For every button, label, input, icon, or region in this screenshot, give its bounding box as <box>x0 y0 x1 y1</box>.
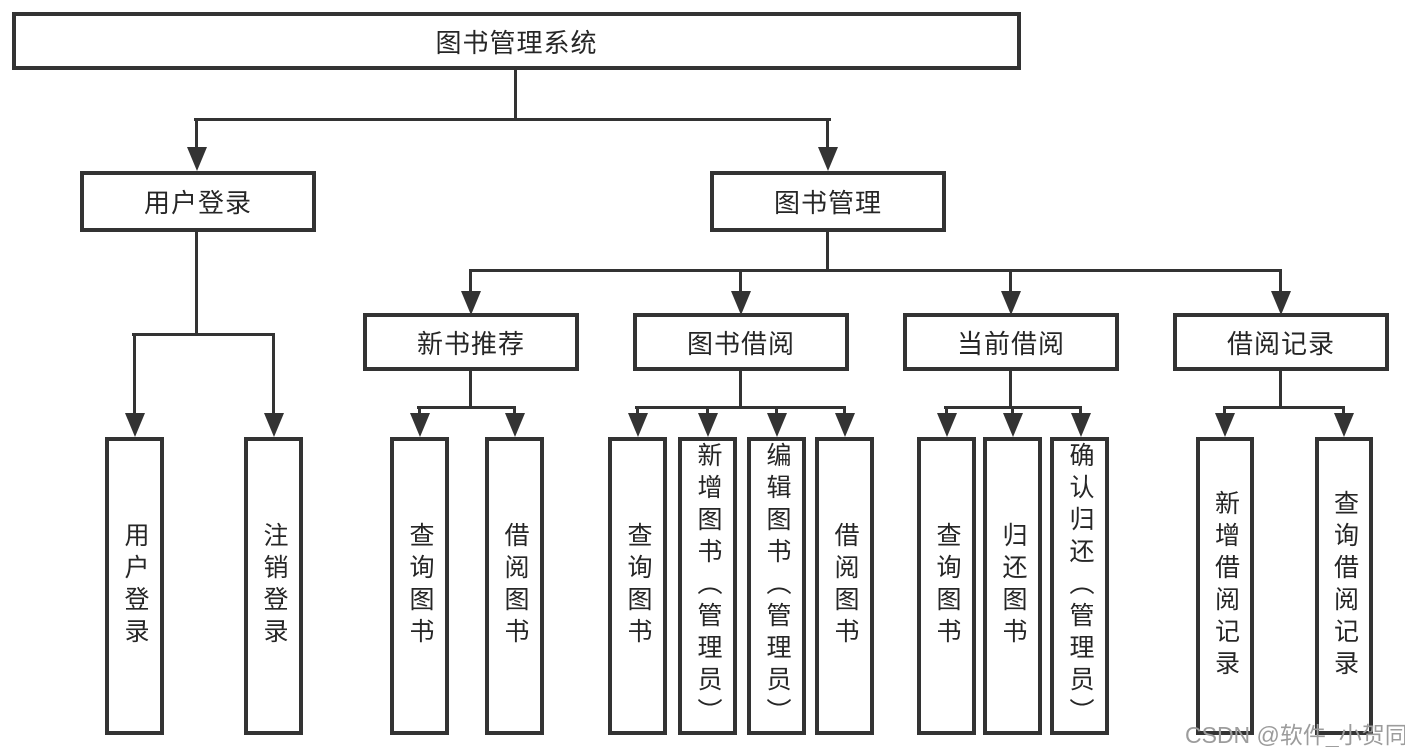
connector-new-book-stem <box>469 371 472 409</box>
node-borrow-records: 借阅记录 <box>1173 313 1389 371</box>
leaf-add-books-admin: 新增图书（管理员） <box>678 437 737 735</box>
leaf-label: 用户登录 <box>121 522 149 650</box>
leaf-query-borrow-record: 查询借阅记录 <box>1315 437 1373 735</box>
leaf-label: 注销登录 <box>260 522 288 650</box>
leaf-label: 查询图书 <box>406 522 434 650</box>
arrow-down-icon <box>636 406 639 413</box>
connector-root-stem <box>514 70 517 121</box>
leaf-logout: 注销登录 <box>244 437 303 735</box>
connector-book-mgmt-stem <box>826 232 829 272</box>
leaf-query-books-borrow: 查询图书 <box>608 437 667 735</box>
arrow-down-icon <box>133 333 136 413</box>
node-root: 图书管理系统 <box>12 12 1021 70</box>
node-new-book-recommend: 新书推荐 <box>363 313 579 371</box>
arrow-down-icon <box>272 333 275 413</box>
arrow-down-icon <box>1342 406 1345 413</box>
arrow-down-icon <box>1279 269 1282 291</box>
leaf-label: 确认归还（管理员） <box>1066 442 1094 730</box>
leaf-label: 新增借阅记录 <box>1211 490 1240 682</box>
leaf-label: 借阅图书 <box>501 522 529 650</box>
node-book-borrow: 图书借阅 <box>633 313 849 371</box>
connector-records-stem <box>1279 371 1282 409</box>
leaf-borrow-books: 借阅图书 <box>815 437 874 735</box>
node-current-borrow: 当前借阅 <box>903 313 1119 371</box>
connector-user-login-stem <box>195 232 198 336</box>
leaf-label: 借阅图书 <box>831 522 859 650</box>
leaf-query-books-recommend: 查询图书 <box>390 437 449 735</box>
leaf-user-login: 用户登录 <box>105 437 164 735</box>
arrow-down-icon <box>1079 406 1082 413</box>
arrow-down-icon <box>1009 269 1012 291</box>
arrow-down-icon <box>195 118 198 147</box>
arrow-down-icon <box>418 406 421 413</box>
arrow-down-icon <box>843 406 846 413</box>
leaf-borrow-books-recommend: 借阅图书 <box>485 437 544 735</box>
arrow-down-icon <box>469 269 472 291</box>
connector-book-mgmt-hline <box>469 269 1282 272</box>
connector-borrow-hline <box>635 406 846 409</box>
leaf-label: 编辑图书（管理员） <box>763 442 791 730</box>
leaf-query-books-current: 查询图书 <box>917 437 976 735</box>
leaf-label: 查询图书 <box>933 522 961 650</box>
node-user-login: 用户登录 <box>80 171 316 232</box>
arrow-down-icon <box>945 406 948 413</box>
arrow-down-icon <box>1011 406 1014 413</box>
arrow-down-icon <box>739 269 742 291</box>
arrow-down-icon <box>1223 406 1226 413</box>
connector-current-stem <box>1009 371 1012 409</box>
leaf-label: 查询图书 <box>624 522 652 650</box>
connector-borrow-stem <box>739 371 742 409</box>
arrow-down-icon <box>826 118 829 147</box>
connector-new-book-hline <box>417 406 516 409</box>
connector-root-hline <box>194 118 831 121</box>
leaf-label: 查询借阅记录 <box>1330 490 1359 682</box>
csdn-watermark: CSDN @软件_小贺同学 <box>1185 722 1405 747</box>
leaf-add-borrow-record: 新增借阅记录 <box>1196 437 1254 735</box>
leaf-confirm-return-admin: 确认归还（管理员） <box>1050 437 1109 735</box>
arrow-down-icon <box>513 406 516 413</box>
leaf-label: 新增图书（管理员） <box>694 442 722 730</box>
leaf-label: 归还图书 <box>999 522 1027 650</box>
leaf-return-books: 归还图书 <box>983 437 1042 735</box>
connector-user-login-hline <box>132 333 275 336</box>
arrow-down-icon <box>775 406 778 413</box>
arrow-down-icon <box>706 406 709 413</box>
connector-records-hline <box>1223 406 1345 409</box>
leaf-edit-books-admin: 编辑图书（管理员） <box>747 437 806 735</box>
node-book-management: 图书管理 <box>710 171 946 232</box>
